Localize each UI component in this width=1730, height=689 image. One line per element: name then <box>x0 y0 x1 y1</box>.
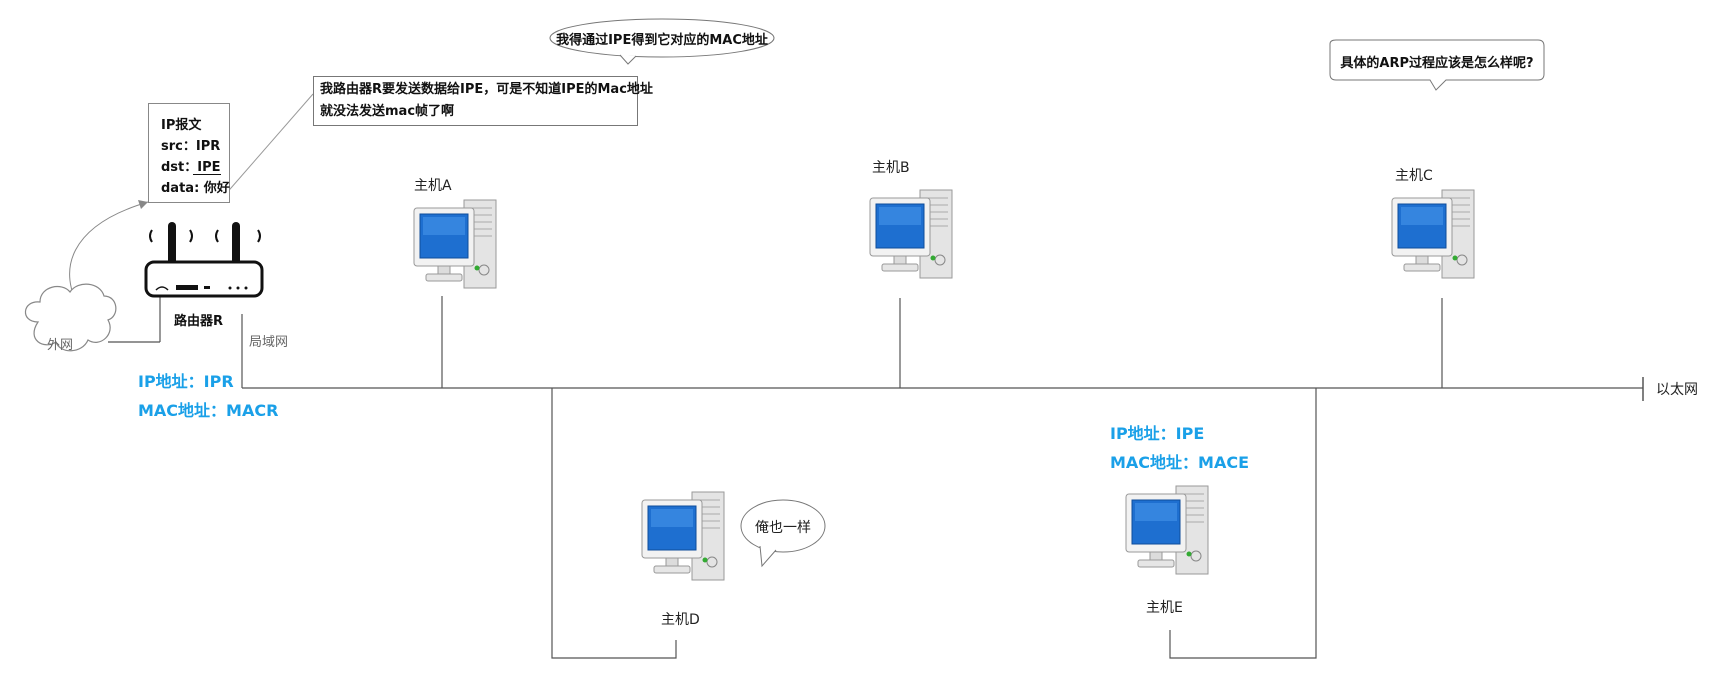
router-ip-address: IP地址：IPR <box>138 372 234 391</box>
packet-dst-underline <box>193 174 221 175</box>
speech-bubble-right <box>1329 39 1545 91</box>
host-e-computer-icon <box>1125 485 1209 575</box>
bubble-top-text: 我得通过IPE得到它对应的MAC地址 <box>556 33 768 48</box>
note-line-2: 就没法发送mac帧了啊 <box>320 104 455 119</box>
router-note-box: 我路由器R要发送数据给IPE，可是不知道IPE的Mac地址 就没法发送mac帧了… <box>313 76 653 126</box>
router-mac-address: MAC地址：MACR <box>138 401 279 420</box>
speech-bubble-top <box>549 18 775 65</box>
packet-data: data: 你好 <box>161 181 230 196</box>
host-c-computer-icon <box>1391 189 1475 279</box>
cloud-label: 外网 <box>47 338 74 353</box>
host-e-ip-address: IP地址：IPE <box>1110 424 1205 443</box>
ip-packet-box: IP报文 src：IPR dst：IPE data: 你好 <box>148 103 230 203</box>
packet-src: src：IPR <box>161 139 221 154</box>
host-e-mac-address: MAC地址：MACE <box>1110 453 1250 472</box>
packet-dst-text: dst：IPE <box>161 160 221 175</box>
host-e-label: 主机E <box>1146 600 1183 616</box>
packet-dst: dst：IPE <box>161 157 229 178</box>
cloud-icon <box>24 283 117 352</box>
host-b-computer-icon <box>869 189 953 279</box>
bubble-right-text: 具体的ARP过程应该是怎么样呢? <box>1340 56 1534 71</box>
host-b-label: 主机B <box>872 160 910 176</box>
packet-title: IP报文 <box>161 118 202 133</box>
note-line-1: 我路由器R要发送数据给IPE，可是不知道IPE的Mac地址 <box>320 82 653 97</box>
host-d-label: 主机D <box>661 612 700 628</box>
host-c-label: 主机C <box>1395 168 1433 184</box>
bubble-host-d-text: 俺也一样 <box>755 520 811 536</box>
router-icon <box>144 222 264 298</box>
host-a-computer-icon <box>413 199 497 289</box>
ethernet-label: 以太网 <box>1656 382 1698 398</box>
host-d-computer-icon <box>641 491 725 581</box>
speech-bubble-host-d <box>740 499 826 568</box>
lan-label: 局域网 <box>249 335 289 350</box>
router-label: 路由器R <box>174 314 224 329</box>
host-a-label: 主机A <box>414 178 452 194</box>
